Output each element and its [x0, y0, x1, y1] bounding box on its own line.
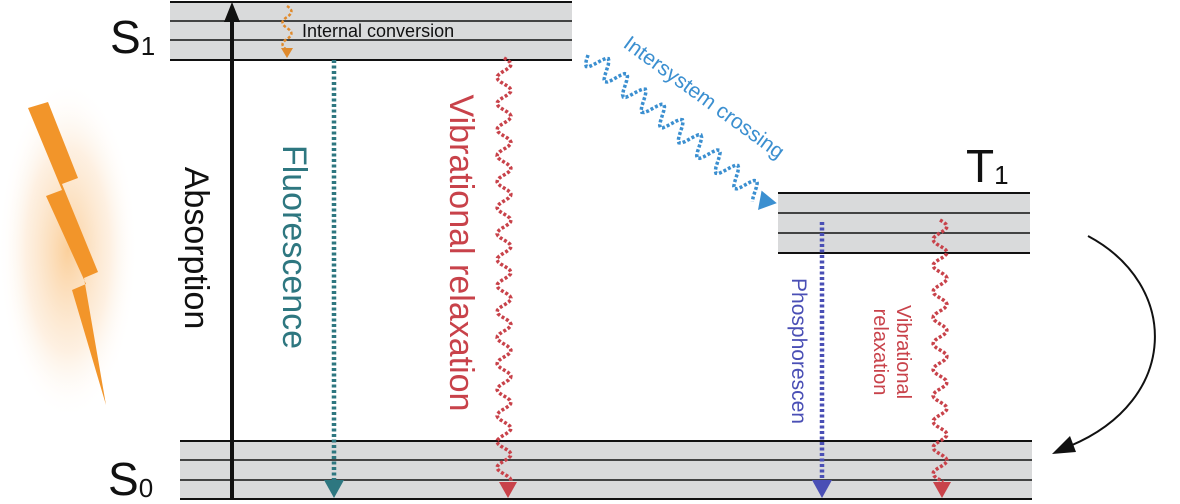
vibrational-relaxation-singlet-label: Vibrational relaxation	[442, 95, 480, 412]
s0-label: S0	[108, 453, 153, 504]
internal-conversion-arrow	[281, 4, 293, 58]
phosphorescence-arrow	[812, 222, 832, 498]
fluorescence-label: Fluorescence	[275, 145, 313, 349]
vibrational-relaxation-triplet-label-line2: relaxation	[869, 309, 891, 396]
absorption-arrow	[224, 2, 240, 499]
vibrational-relaxation-triplet-label-line1: Vibrational	[892, 305, 914, 399]
fluorescence-arrow	[324, 60, 344, 498]
internal-conversion-label: Internal conversion	[302, 21, 454, 41]
t1-energy-band	[778, 192, 1030, 254]
absorption-label: Absorption	[177, 167, 215, 330]
vibrational-relaxation-singlet-arrow	[495, 56, 517, 498]
s0-energy-band	[180, 440, 1032, 500]
lightning-bolt-icon	[0, 80, 138, 420]
phosphorescence-label: Phosphorescen	[787, 278, 810, 424]
s1-label: S1	[110, 11, 155, 63]
vibrational-relaxation-triplet-arrow	[931, 218, 951, 498]
intersystem-crossing-arrow	[583, 54, 777, 210]
curved-arrow-icon	[1052, 235, 1156, 454]
t1-label: T1	[966, 140, 1009, 192]
s1-energy-band	[170, 1, 572, 61]
